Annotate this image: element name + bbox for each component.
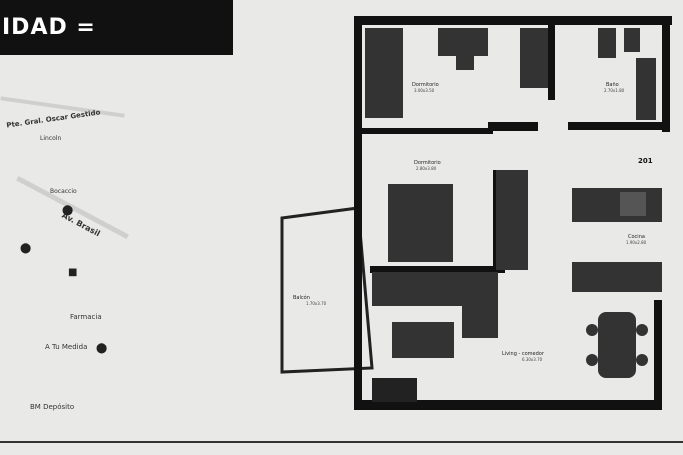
wall-interior (370, 266, 505, 273)
nightstand (456, 52, 474, 70)
wall-interior (568, 122, 663, 130)
room-label-balcon: Balcón (293, 294, 310, 301)
bed (388, 184, 453, 262)
wall-interior (548, 20, 555, 100)
dining-chair (586, 354, 598, 366)
toilet (598, 28, 616, 58)
bed-headboard (438, 28, 488, 56)
bottom-divider (0, 441, 683, 443)
wall-east-lower (654, 300, 662, 410)
map-label-place: Bocaccio (50, 188, 77, 195)
map-pin-icon: ■ (68, 267, 78, 278)
room-area-balcon: 1.70x3.70 (306, 301, 327, 306)
closet (520, 28, 548, 88)
wall-interior (488, 122, 538, 131)
room-area-dormitorio-2: 2.80x3.80 (416, 166, 437, 171)
map-label-pharmacy: Farmacia (70, 313, 102, 321)
wall-south (358, 400, 658, 410)
room-area-dormitorio-1: 3.00x3.50 (414, 88, 435, 93)
location-map: Pte. Gral. Oscar Gestido Lincoln Av. Bra… (0, 55, 130, 440)
map-label-place: Lincoln (40, 135, 62, 142)
section-title: IDAD = (0, 0, 233, 55)
map-label-store: BM Depósito (30, 403, 75, 411)
wall-east-upper (662, 16, 670, 132)
closet (496, 170, 528, 270)
tv-unit (392, 322, 454, 358)
dining-table (598, 312, 636, 378)
room-area-cocina: 1.90x2.80 (626, 240, 647, 245)
kitchen-counter (572, 188, 662, 222)
sink (624, 28, 640, 52)
room-area-living: 6.30x3.70 (522, 357, 543, 362)
room-label-dormitorio-1: Dormitorio (412, 82, 439, 88)
armchair (462, 272, 498, 338)
shower (636, 58, 656, 120)
room-label-dormitorio-2: Dormitorio (414, 160, 441, 166)
wall-interior (358, 128, 493, 134)
balcony-outline (280, 206, 374, 374)
wall-west (354, 18, 362, 410)
kitchen-counter (572, 262, 662, 292)
closet (365, 28, 403, 118)
dining-chair (586, 324, 598, 336)
wall-north (354, 16, 672, 25)
dining-chair (636, 324, 648, 336)
room-label-living: Living - comedor (502, 351, 545, 357)
unit-number: 201 (638, 157, 653, 165)
map-pin-icon: ⬤ (20, 243, 32, 254)
dining-chair (636, 354, 648, 366)
room-label-bano: Baño (606, 82, 619, 88)
map-label-store: A Tu Medida (45, 343, 88, 351)
map-pin-icon: ⬤ (62, 205, 74, 216)
map-pin-icon: ⬤ (96, 343, 108, 354)
sofa (372, 272, 462, 306)
kitchen-sink (620, 192, 646, 216)
room-area-bano: 2.70x1.80 (604, 88, 625, 93)
room-label-cocina: Cocina (628, 234, 645, 240)
entry-cabinet (372, 378, 417, 402)
